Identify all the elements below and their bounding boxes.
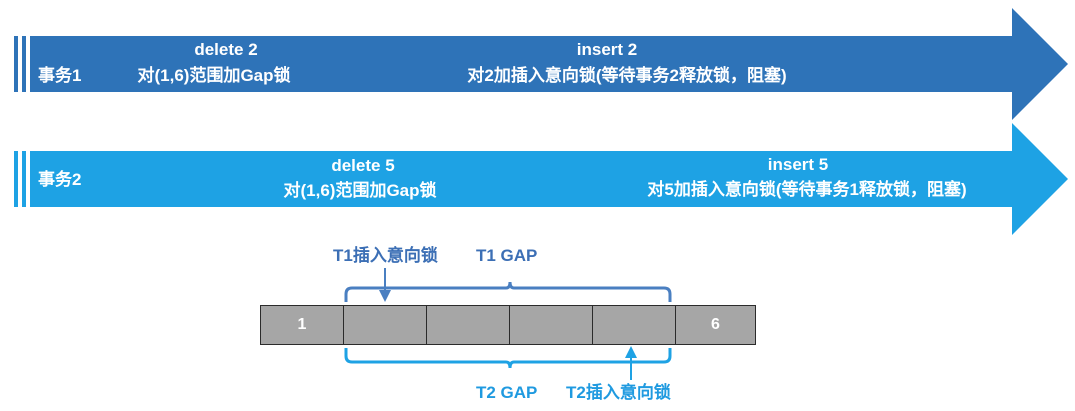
tx1-step2-desc: 对2加插入意向锁(等待事务2释放锁，阻塞) — [467, 66, 787, 85]
t1-gap-bracket — [344, 281, 672, 302]
tx1-name: 事务1 — [38, 66, 82, 85]
tx1-arrow-stub — [22, 36, 26, 92]
tx1-arrow-body — [30, 8, 1068, 120]
tx2-step1-desc: 对(1,6)范围加Gap锁 — [283, 181, 437, 200]
t2-insert-intention-pointer — [625, 346, 637, 380]
index-cell — [343, 305, 427, 345]
index-cell — [509, 305, 593, 345]
tx2-step2-desc: 对5加插入意向锁(等待事务1释放锁，阻塞) — [647, 180, 967, 199]
t2-gap-label: T2 GAP — [476, 383, 538, 402]
tx1-step2-title: insert 2 — [576, 40, 638, 59]
index-cell: 6 — [675, 305, 756, 345]
tx2-arrow-stub — [14, 151, 18, 207]
t2-gap-bracket — [344, 348, 672, 369]
tx1-step1-title: delete 2 — [194, 40, 258, 59]
index-cell: 1 — [260, 305, 344, 345]
tx1-arrow — [14, 8, 1068, 120]
t1-gap-label: T1 GAP — [476, 246, 538, 265]
tx2-arrow-stub — [22, 151, 26, 207]
tx1-arrow-stub — [14, 36, 18, 92]
tx2-arrow — [14, 123, 1068, 235]
t1-insert-intention-pointer — [379, 268, 391, 302]
tx2-step2-title: insert 5 — [767, 155, 829, 174]
t2-insert-intention-label: T2插入意向锁 — [566, 383, 671, 402]
tx2-step1-title: delete 5 — [331, 156, 395, 175]
tx2-arrow-body — [30, 123, 1068, 235]
tx1-step1-desc: 对(1,6)范围加Gap锁 — [137, 66, 291, 85]
index-cell — [592, 305, 676, 345]
tx2-name: 事务2 — [38, 170, 82, 189]
t1-insert-intention-label: T1插入意向锁 — [333, 246, 438, 265]
index-cell — [426, 305, 510, 345]
